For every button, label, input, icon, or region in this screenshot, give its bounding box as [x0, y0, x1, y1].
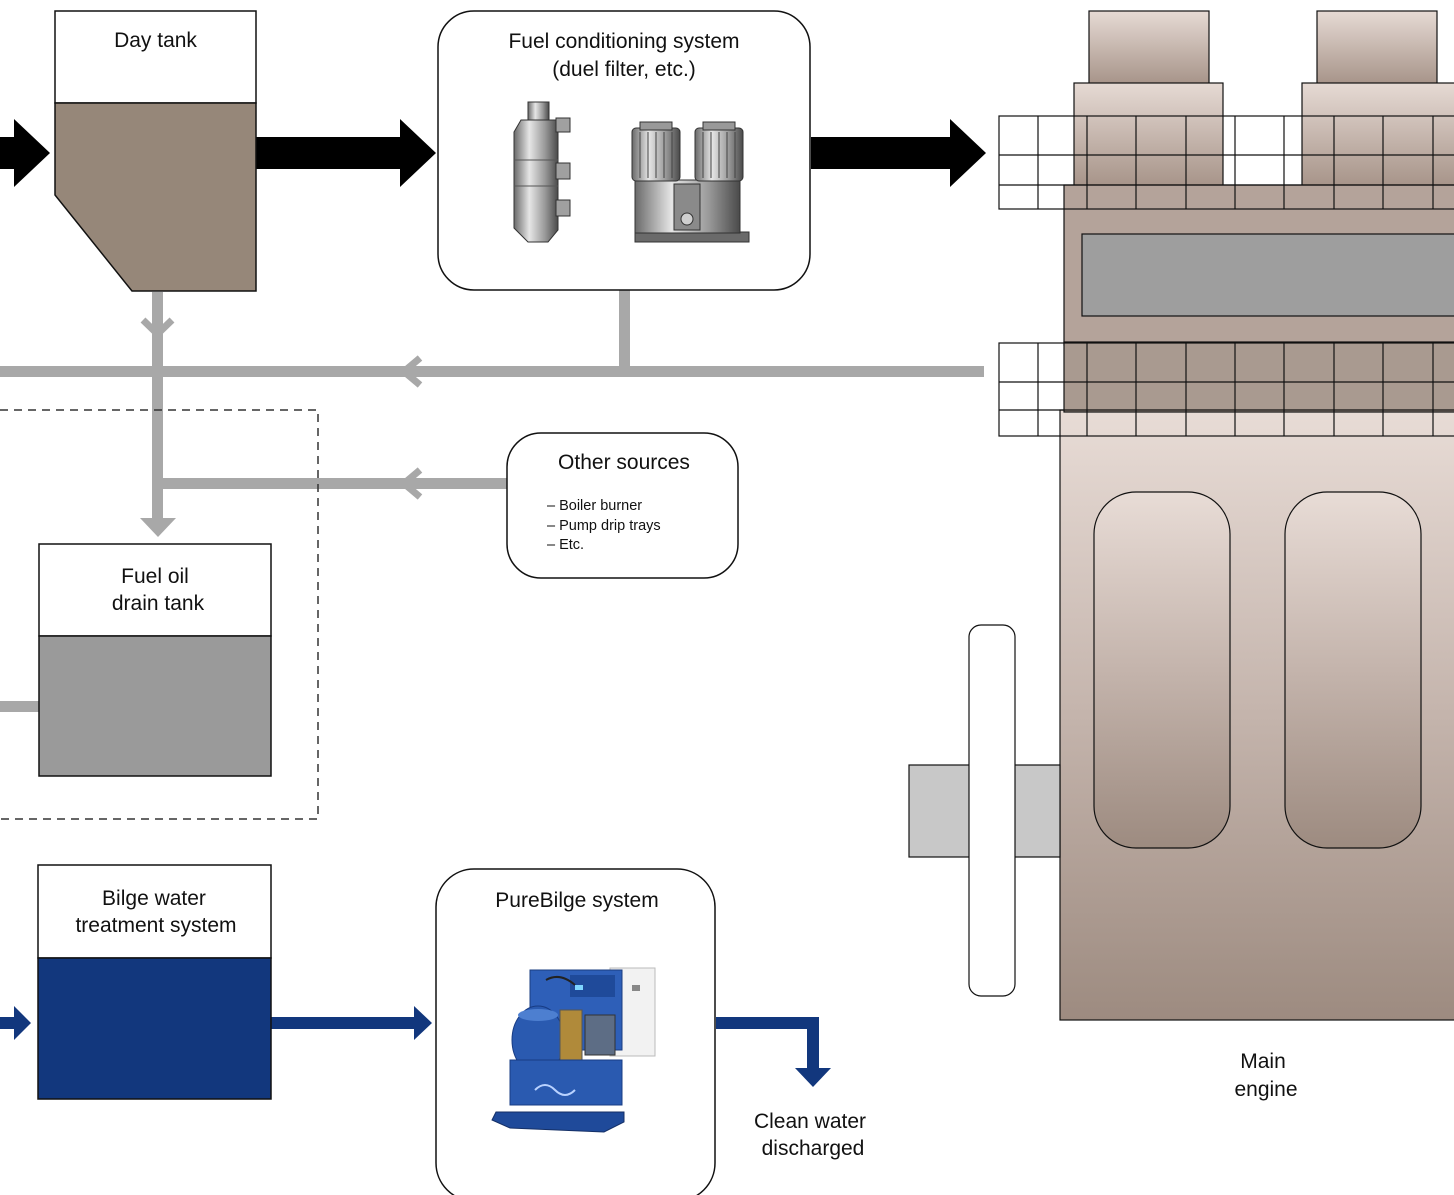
- other-sources-pipe: [163, 478, 508, 489]
- chevron-left-icon: [398, 355, 423, 388]
- arrow-down-icon: [795, 1068, 831, 1087]
- fuel-filter-icon: [513, 101, 571, 243]
- fuel-supply-arrows: [0, 119, 986, 187]
- purebilge-title: PureBilge system: [495, 889, 658, 912]
- day-tank-drain-pipe: [152, 292, 163, 520]
- clean-water-label: discharged: [762, 1137, 865, 1160]
- duplex-pump-icon: [631, 121, 750, 243]
- purebilge-unit-icon: [491, 967, 656, 1133]
- fuel-conditioning-subtitle: (duel filter, etc.): [552, 58, 696, 81]
- drain-tank-label: drain tank: [112, 592, 205, 615]
- main-engine: [908, 10, 1454, 1021]
- day-tank: Day tank: [54, 10, 257, 292]
- fuel-conditioning-system: Fuel conditioning system (duel filter, e…: [437, 10, 811, 291]
- bilge-label: Bilge water: [102, 887, 206, 910]
- chevron-down-icon: [140, 317, 175, 339]
- other-sources-item: – Boiler burner: [547, 498, 642, 514]
- arrow-right-icon: [811, 119, 986, 187]
- fuel-oil-drain-tank: Fuel oil drain tank: [38, 543, 272, 777]
- other-sources: Other sources – Boiler burner – Pump dri…: [506, 432, 739, 579]
- fuel-return-pipes: [0, 290, 984, 712]
- drain-tank-outlet-pipe: [0, 701, 40, 712]
- other-sources-item: – Etc.: [547, 537, 584, 553]
- fuel-conditioning-title: Fuel conditioning system: [508, 30, 739, 53]
- drain-tank-label: Fuel oil: [121, 565, 189, 588]
- arrow-right-icon: [256, 119, 436, 187]
- arrow-right-icon: [0, 1006, 31, 1040]
- day-tank-label: Day tank: [114, 29, 197, 52]
- chevron-left-icon: [398, 467, 423, 500]
- other-sources-item: – Pump drip trays: [547, 518, 661, 534]
- purebilge-system: PureBilge system: [435, 868, 716, 1195]
- main-engine-label: Main: [1240, 1050, 1286, 1073]
- bilge-flow-arrows: [0, 1006, 831, 1087]
- clean-water-label: Clean water: [754, 1110, 866, 1133]
- drain-system-boundary: [0, 409, 319, 820]
- arrow-down-icon: [140, 518, 176, 537]
- conditioning-drain-pipe: [619, 290, 630, 372]
- bilge-water-treatment-system: Bilge water treatment system: [37, 864, 272, 1100]
- arrow-right-icon: [271, 1006, 432, 1040]
- return-line-horizontal: [0, 366, 984, 377]
- other-sources-title: Other sources: [558, 451, 690, 474]
- clean-water-pipe: [716, 1017, 819, 1070]
- main-engine-label: engine: [1234, 1078, 1297, 1101]
- arrow-right-icon: [0, 119, 50, 187]
- bilge-label: treatment system: [75, 914, 236, 937]
